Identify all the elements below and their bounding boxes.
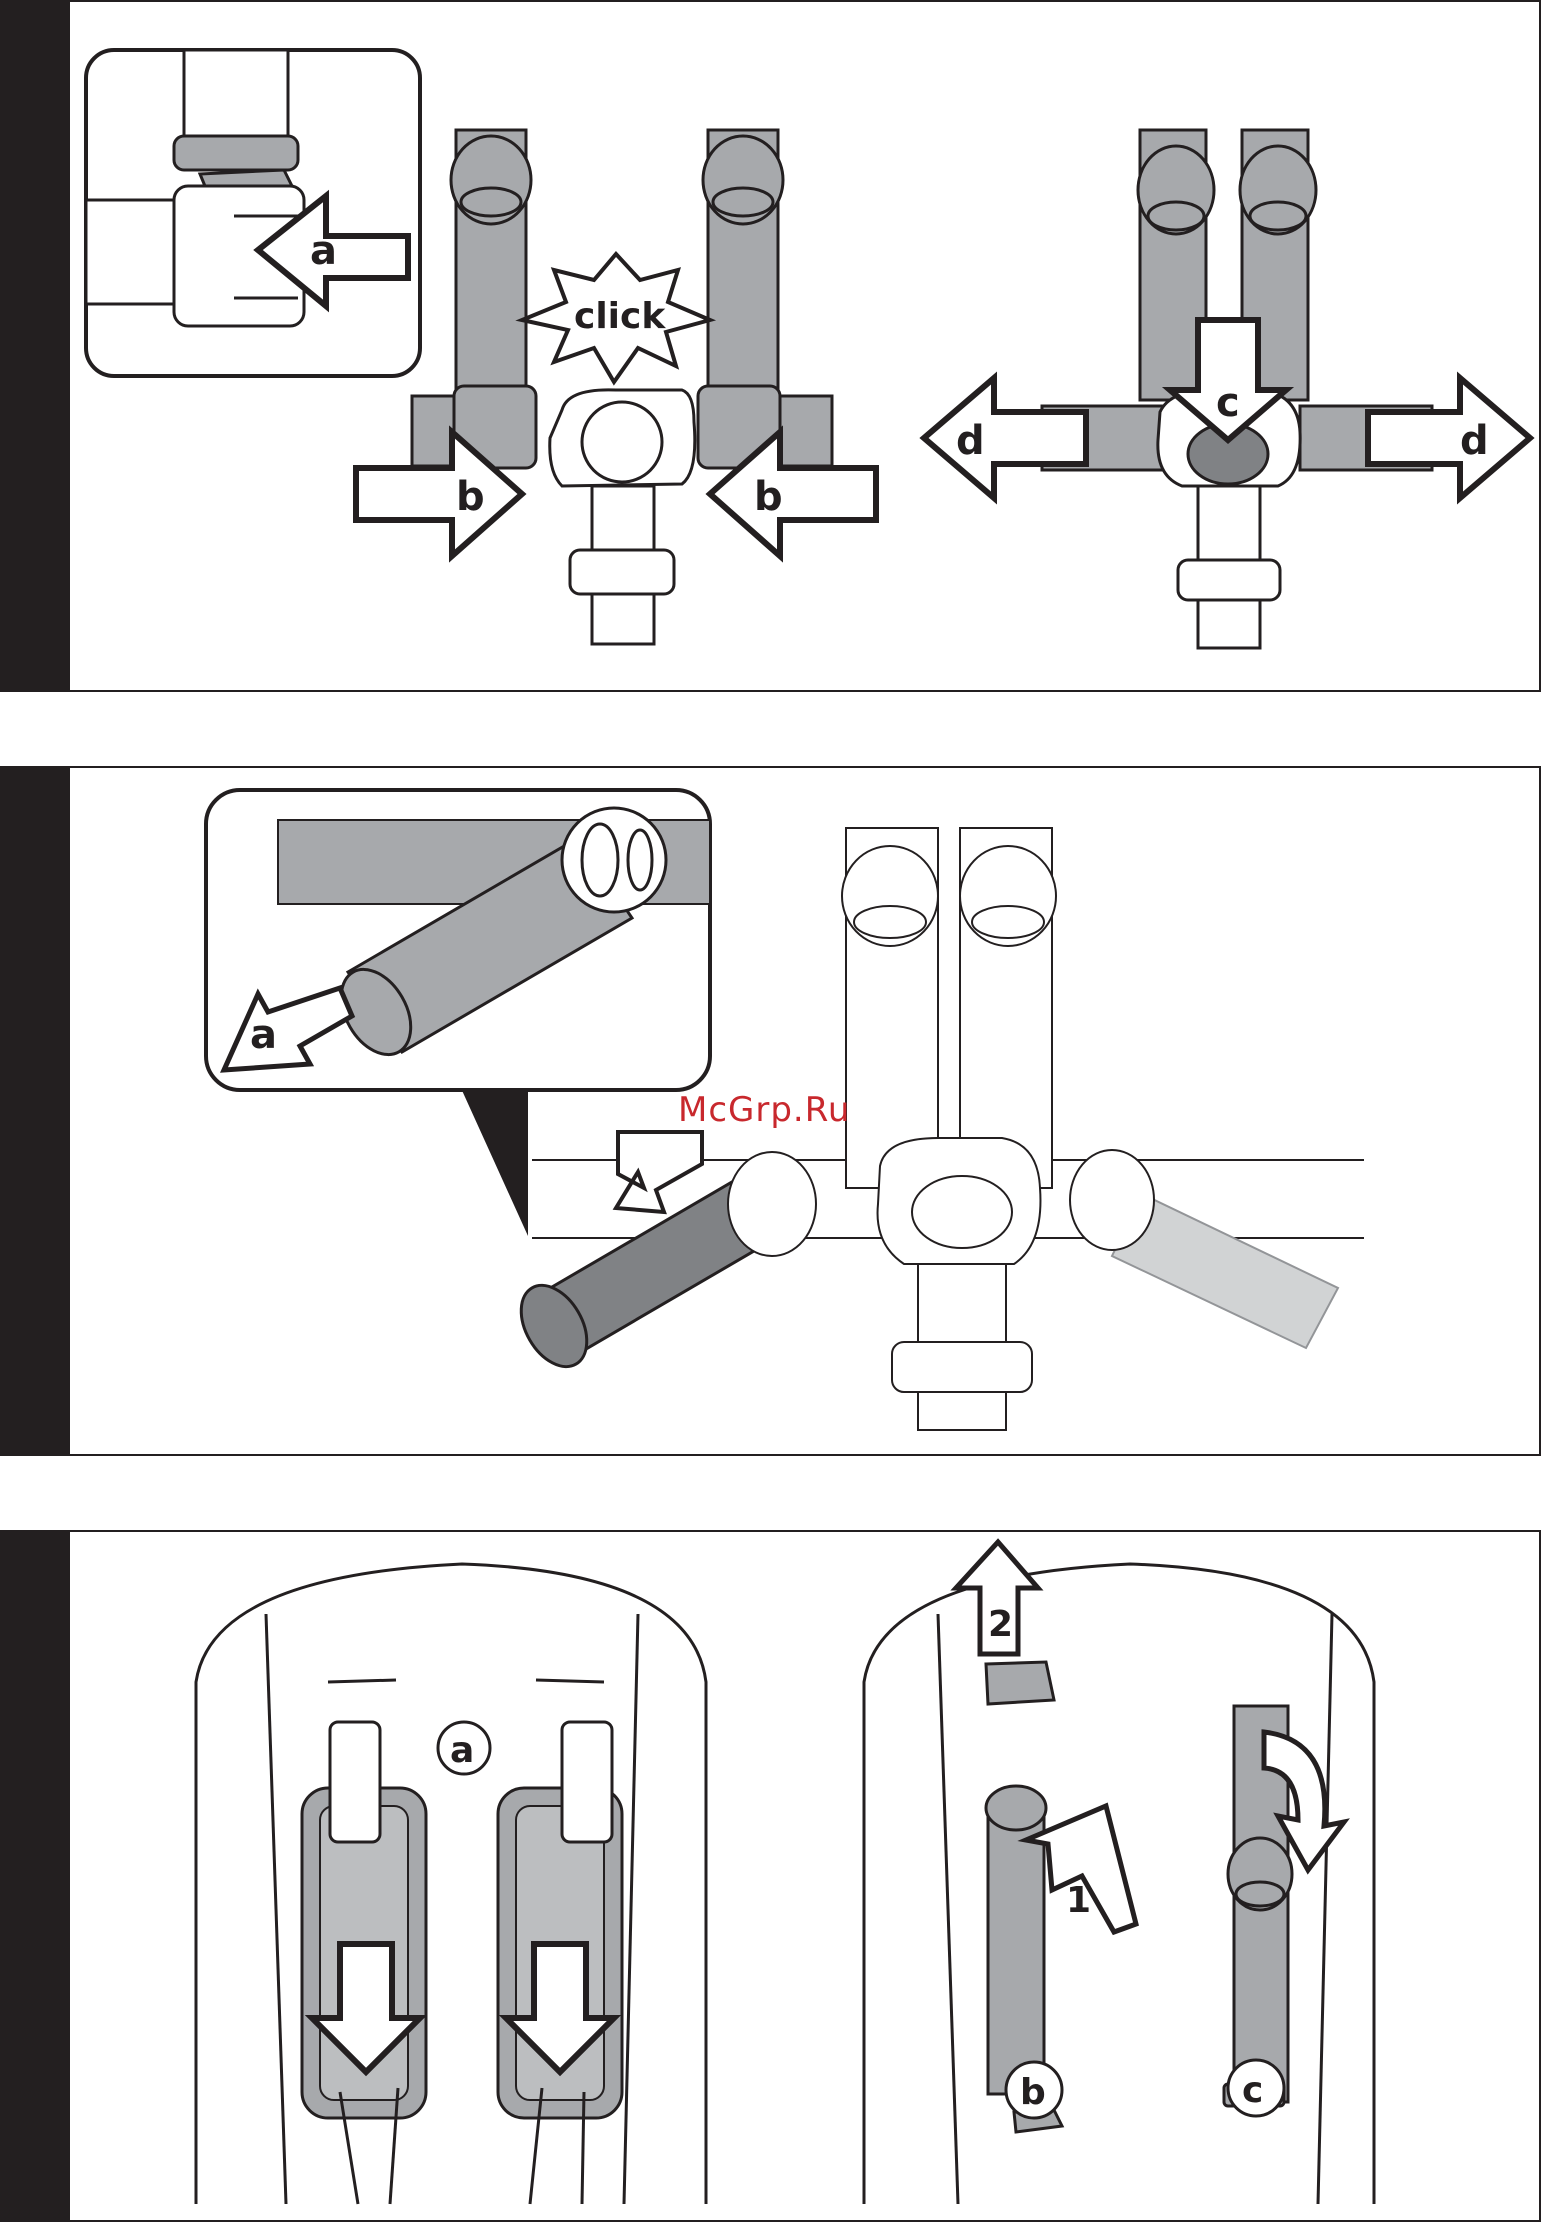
- panel3-illustration: a 2 1 b c: [2, 1532, 1543, 2224]
- pad-inset: [206, 790, 710, 1090]
- label-d-left: d: [956, 418, 985, 464]
- seat-back-front: [196, 1564, 706, 2204]
- step-1-label: 1: [1066, 1880, 1091, 1921]
- buckle-inset: [86, 50, 420, 376]
- label-a: a: [450, 1730, 474, 1771]
- label-c: c: [1242, 2070, 1263, 2111]
- arrow-a-main: [616, 1132, 702, 1212]
- label-b-right: b: [754, 474, 783, 520]
- label-b: b: [1020, 2072, 1046, 2113]
- harness-open: [412, 130, 832, 644]
- panel-buckle-harness: a click b b: [0, 0, 1541, 692]
- label-d-right: d: [1460, 418, 1489, 464]
- inset-label-a: a: [250, 1012, 277, 1058]
- watermark-text: McGrp.Ru: [678, 1090, 850, 1130]
- arrow-d-right: [1368, 378, 1530, 498]
- label-c: c: [1216, 380, 1240, 426]
- inset-label-a: a: [310, 228, 337, 274]
- label-b-left: b: [456, 474, 485, 520]
- click-label: click: [574, 296, 666, 337]
- shoulder-pads-front: [302, 1722, 622, 2204]
- panel-strap-height: a 2 1 b c: [0, 1530, 1541, 2222]
- arrow-d-left: [924, 378, 1086, 498]
- step-2-label: 2: [988, 1604, 1013, 1645]
- panel1-illustration: a click b b: [2, 2, 1543, 694]
